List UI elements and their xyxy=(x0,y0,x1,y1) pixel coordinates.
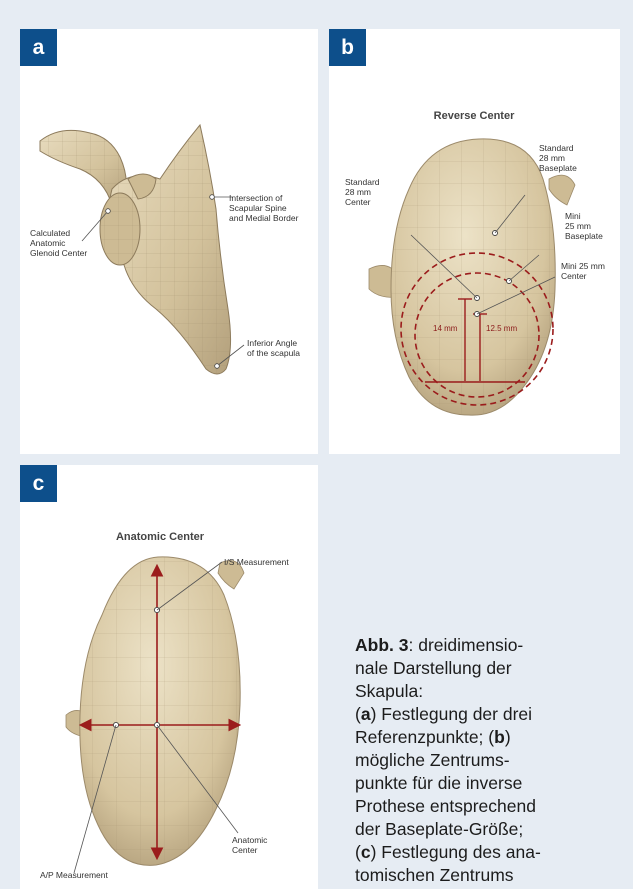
caption-line: der Baseplate-Größe; xyxy=(355,818,605,841)
reverse-center-illustration: Reverse Center 14 mm 12.5 mm Standard 28… xyxy=(329,29,620,454)
figure-panel-a: Calculated Anatomic Glenoid Center Inter… xyxy=(20,29,318,454)
annotation-inferior-angle: Inferior Angle of the scapula xyxy=(247,338,300,358)
panel-label-a: a xyxy=(20,29,57,66)
annotation-standard-center: Standard 28 mm Center xyxy=(345,177,382,207)
measurement-12-5mm: 12.5 mm xyxy=(486,324,517,333)
caption-line: Abb. 3: dreidimensio- xyxy=(355,634,605,657)
caption-line: Skapula: xyxy=(355,680,605,703)
scapula-3d-illustration: Calculated Anatomic Glenoid Center Inter… xyxy=(20,29,318,454)
caption-figure-number: Abb. 3 xyxy=(355,635,408,655)
panel-label-c: c xyxy=(20,465,57,502)
anatomic-center-illustration: Anatomic Center I/S Measurement Anatomic… xyxy=(20,465,318,889)
annotation-standard-baseplate: Standard 28 mm Baseplate xyxy=(539,143,577,173)
annotation-anatomic-center: Anatomic Center xyxy=(232,835,270,855)
figure-panel-b: Reverse Center 14 mm 12.5 mm Standard 28… xyxy=(329,29,620,454)
caption-line: Referenzpunkte; (b) xyxy=(355,726,605,749)
annotation-intersection: Intersection of Scapular Spine and Media… xyxy=(229,193,299,223)
caption-line: tomischen Zentrums xyxy=(355,864,605,887)
caption-line: (c) Festlegung des ana- xyxy=(355,841,605,864)
annotation-is-measurement: I/S Measurement xyxy=(224,557,289,567)
caption-line: Prothese entsprechend xyxy=(355,795,605,818)
annotation-mini-baseplate: Mini 25 mm Baseplate xyxy=(565,211,603,241)
annotation-calculated: Calculated Anatomic Glenoid Center xyxy=(30,228,87,258)
figure-panel-c: Anatomic Center I/S Measurement Anatomic… xyxy=(20,465,318,889)
measurement-14mm: 14 mm xyxy=(433,324,458,333)
panel-label-b: b xyxy=(329,29,366,66)
panel-c-title: Anatomic Center xyxy=(116,531,205,543)
caption-line: punkte für die inverse xyxy=(355,772,605,795)
panel-b-title: Reverse Center xyxy=(434,110,515,122)
figure-caption: Abb. 3: dreidimensio- nale Darstellung d… xyxy=(355,634,605,887)
annotation-ap-measurement: A/P Measurement xyxy=(40,870,109,880)
annotation-mini-center: Mini 25 mm Center xyxy=(561,261,607,281)
caption-line: nale Darstellung der xyxy=(355,657,605,680)
caption-line: (a) Festlegung der drei xyxy=(355,703,605,726)
caption-line: mögliche Zentrums- xyxy=(355,749,605,772)
